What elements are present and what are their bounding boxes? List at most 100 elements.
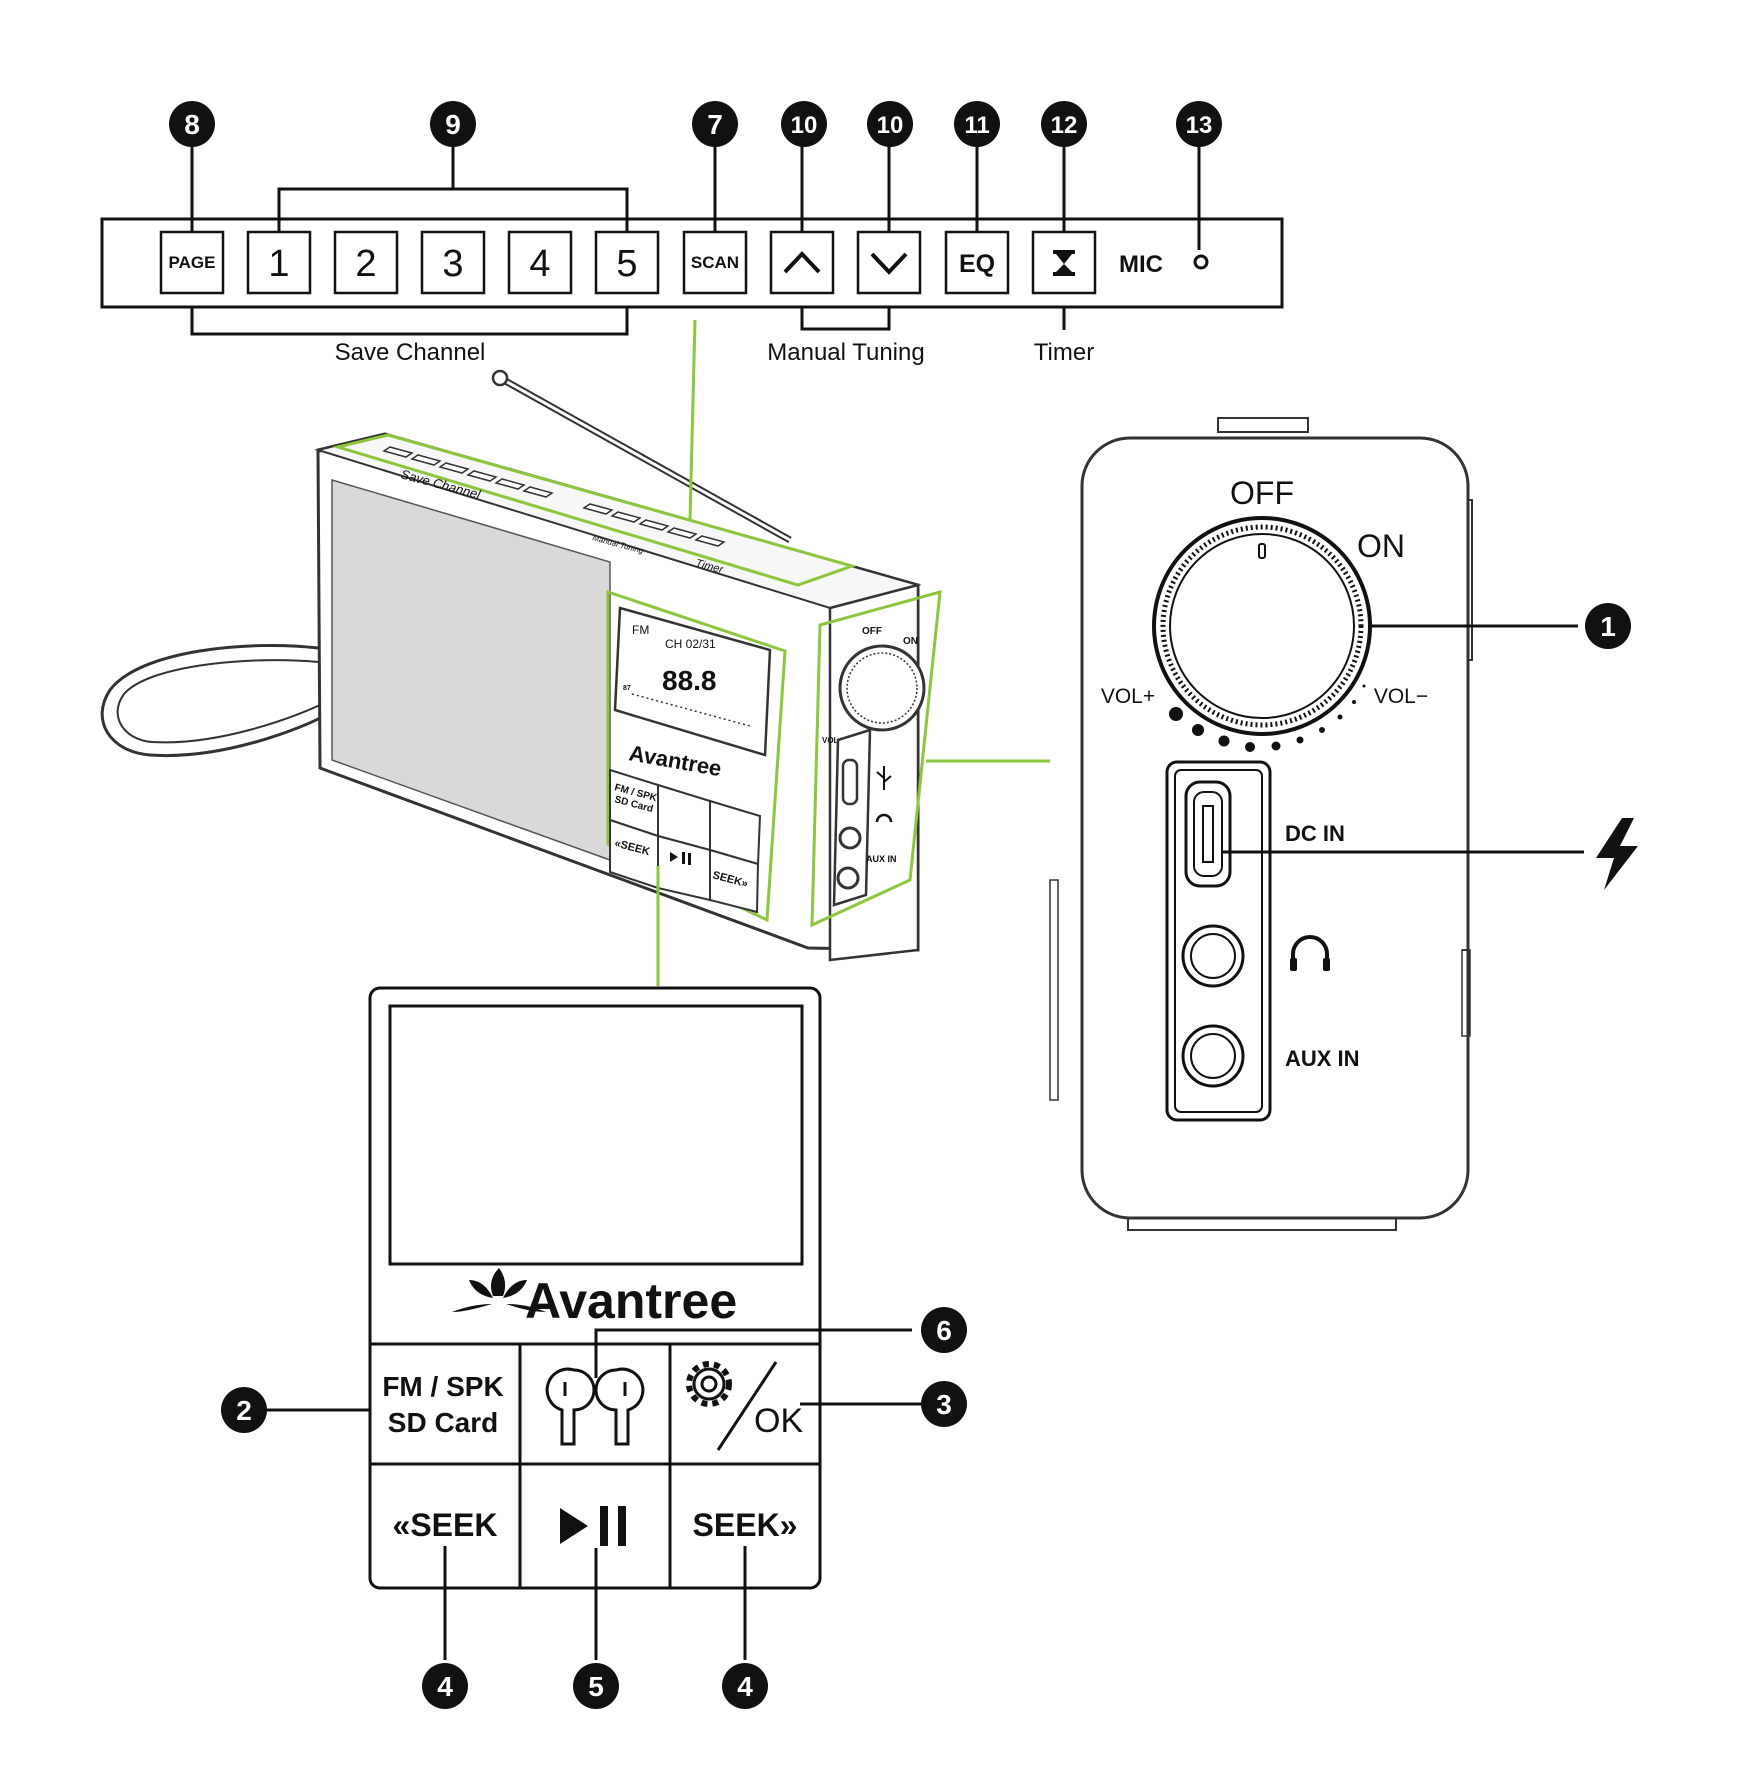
channel-3-label: 3 [442,243,463,285]
svg-text:5: 5 [588,1671,604,1702]
bluetooth-earbuds-button[interactable] [522,1346,668,1462]
channel-1-label: 1 [268,243,289,285]
side-highlight-frame [810,589,942,928]
aux-in-label: AUX IN [1285,1046,1360,1071]
top-button-panel: PAGE 1 2 3 4 5 SCAN [100,217,1284,309]
timer-label: Timer [1034,339,1094,366]
front-panel-detail: Avantree FM / SPK SD Card [368,986,822,1590]
radio-off-small: OFF [862,626,882,637]
headphones-icon-small [875,813,893,823]
side-panel-leaders [1222,624,1584,854]
svg-text:10: 10 [791,112,818,139]
svg-text:10: 10 [877,112,904,139]
seek-forward-button[interactable]: SEEK» [672,1466,818,1586]
callout-7: 7 [692,101,738,147]
lcd-scale-start: 87 [623,685,631,692]
lcd-screen [388,1004,804,1266]
svg-text:9: 9 [445,109,461,140]
top-highlight-frame [332,433,857,587]
channel-5-button[interactable]: 5 [594,230,660,295]
on-label: ON [1357,528,1405,564]
svg-text:13: 13 [1186,112,1213,139]
eq-button[interactable]: EQ [944,230,1010,295]
settings-ok-button[interactable]: OK [672,1346,818,1462]
lightning-bolt-icon [1596,818,1638,890]
channel-2-label: 2 [355,243,376,285]
callout-4b: 4 [722,1663,768,1709]
lcd-frequency: 88.8 [662,665,717,696]
callout-3: 3 [921,1381,967,1427]
vol-minus-label: VOL− [1374,685,1428,708]
scan-button-label: SCAN [691,253,739,272]
radio-lcd [613,606,772,757]
lcd-channel: CH 02/31 [665,637,716,651]
radio-vol-small: VOL+ [822,736,843,745]
callout-6: 6 [921,1307,967,1353]
svg-text:3: 3 [936,1389,952,1420]
highlight-connectors [656,319,1050,986]
avantree-leaf-logo [452,1268,546,1312]
tune-up-button[interactable] [769,230,835,295]
channel-2-button[interactable]: 2 [333,230,399,295]
mic-label: MIC [1119,251,1163,278]
page-button[interactable]: PAGE [159,230,225,295]
wrist-strap [100,643,333,758]
usb-icon [876,766,892,790]
dc-in-port[interactable] [1184,780,1232,888]
off-label: OFF [1230,475,1294,511]
callout-10b: 10 [867,101,913,147]
scan-button[interactable]: SCAN [682,230,748,295]
channel-4-label: 4 [529,243,550,285]
chevron-down-icon [870,252,908,275]
radio-on-small: ON [903,636,918,647]
play-pause-icon [560,1506,626,1546]
radio-illustration: Save Channel Manual Tuning Timer FM CH 0… [100,369,942,962]
radio-aux-in-small: AUX IN [866,854,897,864]
mic-hole [1193,254,1209,270]
svg-text:6: 6 [936,1315,952,1346]
channel-3-button[interactable]: 3 [420,230,486,295]
seek-back-button[interactable]: «SEEK [372,1466,518,1586]
power-volume-knob[interactable] [1152,516,1372,736]
channel-1-button[interactable]: 1 [246,230,312,295]
dc-in-label: DC IN [1285,821,1345,846]
svg-text:4: 4 [437,1671,453,1702]
timer-button[interactable] [1031,230,1097,295]
top-panel-leaders [190,142,1201,336]
side-panel-detail: OFF ON VOL+ VOL− [1049,417,1473,1231]
front-brand: Avantree [525,1273,737,1329]
vol-plus-label: VOL+ [1101,685,1155,708]
hourglass-icon [1053,250,1075,276]
headphone-jack[interactable] [1181,924,1245,988]
svg-text:1: 1 [1600,611,1616,642]
play-pause-button[interactable] [522,1466,668,1586]
callout-5: 5 [573,1663,619,1709]
channel-4-button[interactable]: 4 [507,230,573,295]
aux-in-jack[interactable] [1181,1024,1245,1088]
callout-12: 12 [1041,101,1087,147]
lcd-band: FM [632,623,649,637]
manual-tuning-label: Manual Tuning [767,339,924,366]
front-highlight-frame [606,589,787,923]
callout-8: 8 [169,101,215,147]
sd-card-label: SD Card [388,1407,498,1438]
fm-spk-sd-button[interactable]: FM / SPK SD Card [372,1346,518,1462]
callout-13: 13 [1176,101,1222,147]
headphones-icon [1291,935,1329,968]
seek-forward-label: SEEK» [693,1507,798,1543]
callout-10a: 10 [781,101,827,147]
callout-4a: 4 [422,1663,468,1709]
svg-text:2: 2 [236,1395,252,1426]
tune-down-button[interactable] [856,230,922,295]
callout-9: 9 [430,101,476,147]
callout-2: 2 [221,1387,267,1433]
seek-back-label: «SEEK [393,1507,498,1543]
callout-11: 11 [954,101,1000,147]
svg-text:8: 8 [184,109,200,140]
chevron-up-icon [783,251,821,274]
svg-text:11: 11 [964,112,989,139]
front-panel-leaders [267,1328,922,1660]
page-button-label: PAGE [169,253,216,272]
save-channel-label: Save Channel [335,339,486,366]
callout-badges-top: 8 9 7 10 10 11 12 13 [169,101,1222,147]
